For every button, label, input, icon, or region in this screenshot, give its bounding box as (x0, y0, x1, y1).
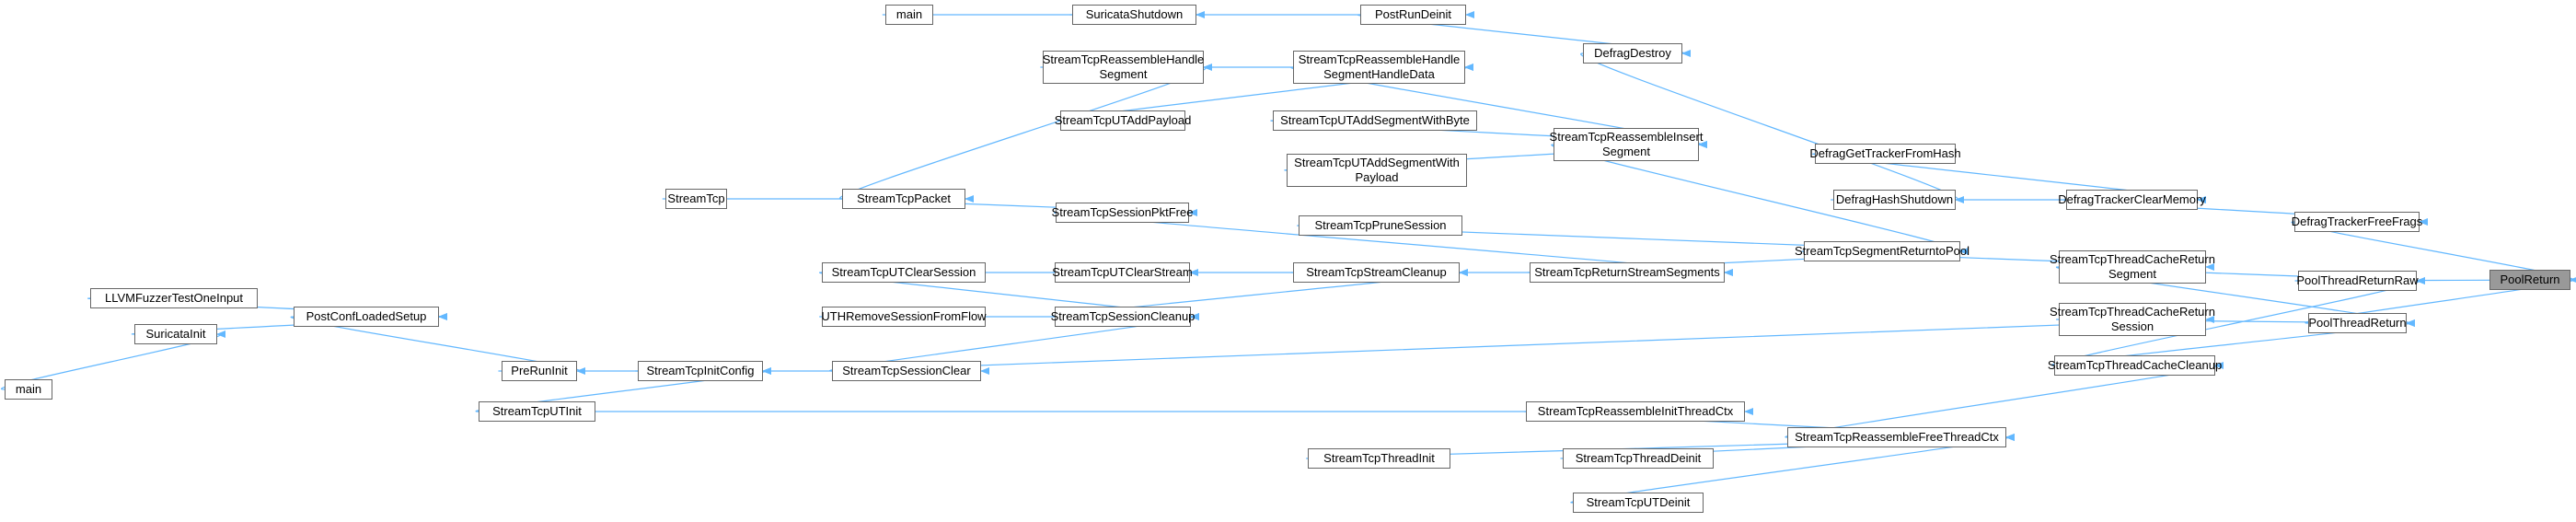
node-stream-tcp-reassemble-insert-segment[interactable]: StreamTcpReassembleInsert Segment (1550, 128, 1703, 161)
node-stream-tcp-reassemble-handle-segment-handle-data[interactable]: StreamTcpReassembleHandle SegmentHandleD… (1293, 51, 1465, 84)
node-llvmfuzzer-test-one-input[interactable]: LLVMFuzzerTestOneInput (90, 288, 258, 308)
node-stream-tcp-stream-cleanup[interactable]: StreamTcpStreamCleanup (1293, 262, 1460, 283)
node-suricata-shutdown[interactable]: SuricataShutdown (1072, 5, 1196, 25)
node-stream-tcp-thread-deinit[interactable]: StreamTcpThreadDeinit (1563, 448, 1714, 469)
node-stream-tcp-thread-init[interactable]: StreamTcpThreadInit (1308, 448, 1450, 469)
edge-n7-n6 (1580, 52, 1965, 203)
node-stream-tcp-reassemble-handle-segment[interactable]: StreamTcpReassembleHandle Segment (1043, 51, 1204, 84)
node-defrag-hash-shutdown[interactable]: DefragHashShutdown (1833, 190, 1956, 210)
node-defrag-get-tracker-from-hash[interactable]: DefragGetTrackerFromHash (1809, 144, 1961, 164)
node-defrag-destroy[interactable]: DefragDestroy (1583, 43, 1682, 64)
node-stream-tcp-init-config[interactable]: StreamTcpInitConfig (638, 361, 763, 381)
node-pre-run-init[interactable]: PreRunInit (502, 361, 577, 381)
node-stream-tcp-packet[interactable]: StreamTcpPacket (842, 189, 965, 209)
node-pool-thread-return-raw[interactable]: PoolThreadReturnRaw (2296, 271, 2419, 291)
node-main[interactable]: main (885, 5, 933, 25)
node-post-run-deinit[interactable]: PostRunDeinit (1360, 5, 1466, 25)
node-defrag-tracker-free-frags[interactable]: DefragTrackerFreeFrags (2292, 212, 2422, 232)
node-root-pool-return: PoolReturn (2489, 270, 2570, 290)
node-stream-tcp-thread-cache-return-session[interactable]: StreamTcpThreadCacheReturn Session (2050, 303, 2215, 336)
node-stream-tcp[interactable]: StreamTcp (665, 189, 727, 209)
node-stream-tcp-utadd-payload[interactable]: StreamTcpUTAddPayload (1055, 110, 1191, 131)
node-stream-tcp-segment-returnto-pool[interactable]: StreamTcpSegmentReturntoPool (1795, 241, 1970, 261)
node-stream-tcp-utclear-stream[interactable]: StreamTcpUTClearStream (1052, 262, 1193, 283)
node-stream-tcp-reassemble-init-thread-ctx[interactable]: StreamTcpReassembleInitThreadCtx (1526, 401, 1745, 422)
node-stream-tcp-utclear-session[interactable]: StreamTcpUTClearSession (822, 262, 986, 283)
node-uthremove-session-from-flow[interactable]: UTHRemoveSessionFromFlow (821, 307, 987, 327)
edge-n21-n17 (838, 64, 1213, 200)
node-suricata-init[interactable]: SuricataInit (134, 324, 217, 344)
node-stream-tcp-reassemble-free-thread-ctx[interactable]: StreamTcpReassembleFreeThreadCtx (1787, 427, 2006, 447)
edge-n31-n12 (831, 316, 2215, 372)
node-stream-tcp-utadd-segment-with-payload[interactable]: StreamTcpUTAddSegmentWith Payload (1287, 154, 1467, 187)
node-stream-tcp-prune-session[interactable]: StreamTcpPruneSession (1299, 215, 1462, 236)
node-stream-tcp-session-cleanup[interactable]: StreamTcpSessionCleanup (1051, 307, 1195, 327)
node-main[interactable]: main (5, 379, 52, 400)
node-defrag-tracker-clear-memory[interactable]: DefragTrackerClearMemory (2058, 190, 2206, 210)
node-stream-tcp-session-clear[interactable]: StreamTcpSessionClear (832, 361, 981, 381)
node-stream-tcp-thread-cache-cleanup[interactable]: StreamTcpThreadCacheCleanup (2048, 355, 2222, 376)
node-stream-tcp-utdeinit[interactable]: StreamTcpUTDeinit (1573, 493, 1704, 513)
node-pool-thread-return[interactable]: PoolThreadReturn (2308, 313, 2407, 333)
node-stream-tcp-session-pkt-free[interactable]: StreamTcpSessionPktFree (1052, 203, 1193, 223)
node-stream-tcp-utinit[interactable]: StreamTcpUTInit (479, 401, 595, 422)
node-post-conf-loaded-setup[interactable]: PostConfLoadedSetup (294, 307, 439, 327)
node-stream-tcp-utadd-segment-with-byte[interactable]: StreamTcpUTAddSegmentWithByte (1273, 110, 1477, 131)
node-stream-tcp-return-stream-segments[interactable]: StreamTcpReturnStreamSegments (1530, 262, 1725, 283)
node-stream-tcp-thread-cache-return-segment[interactable]: StreamTcpThreadCacheReturn Segment (2050, 250, 2215, 284)
